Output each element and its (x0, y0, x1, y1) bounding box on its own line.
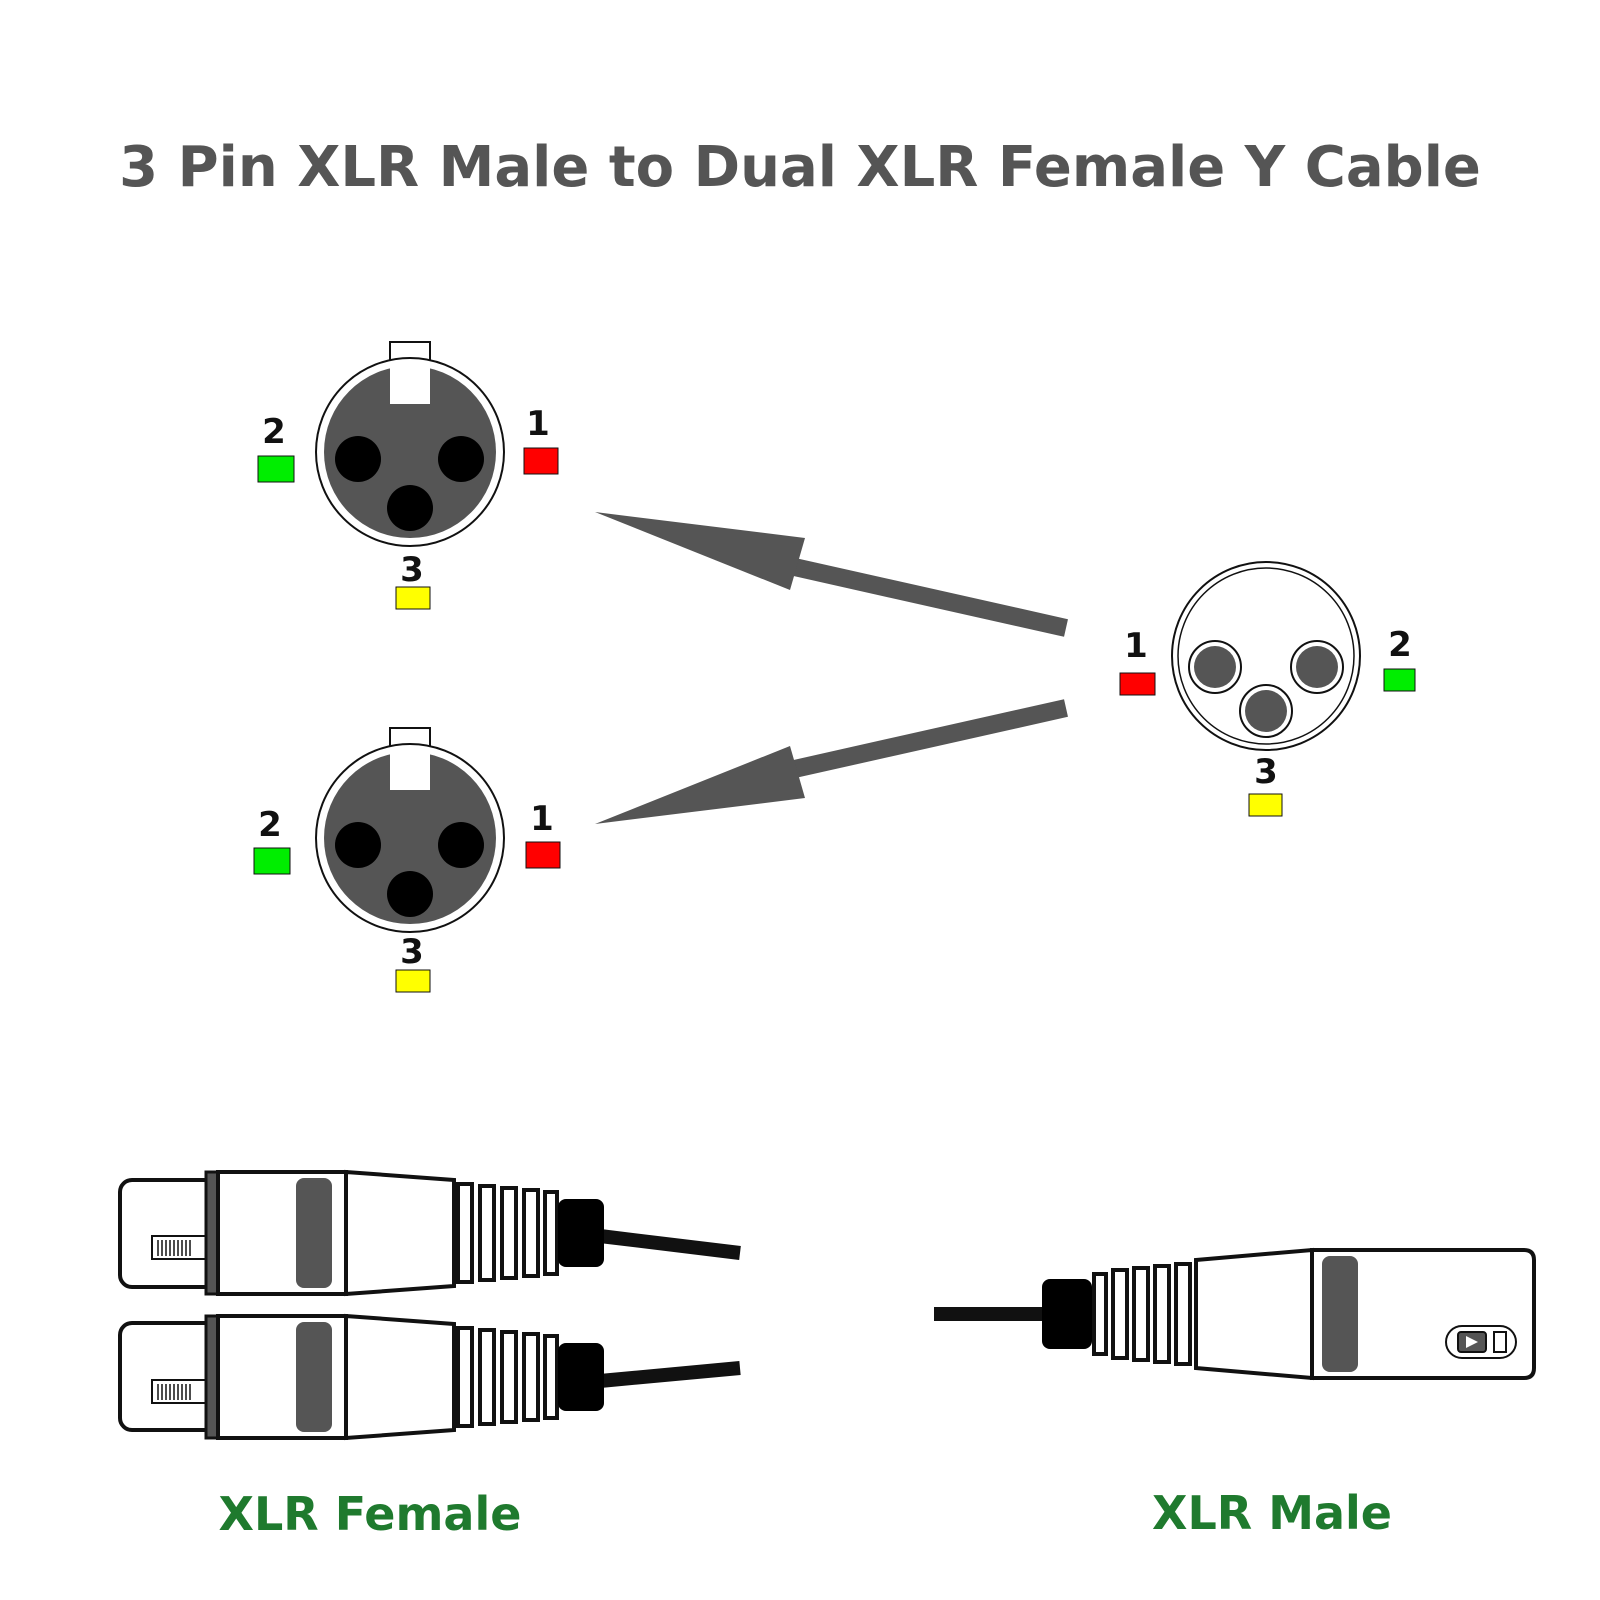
strain-rib (500, 1330, 518, 1424)
arrow-shaft (788, 699, 1068, 779)
pin-label-2: 2 (258, 805, 282, 845)
plug-front (118, 1178, 218, 1289)
plug-taper (1194, 1247, 1314, 1381)
plug-front (118, 1321, 218, 1432)
pin-2 (1296, 646, 1338, 688)
caption-xlr-female: XLR Female (219, 1487, 522, 1541)
strain-rib (1174, 1262, 1192, 1366)
grip-band (296, 1178, 332, 1288)
pin-1 (1194, 646, 1236, 688)
pin-color-swatch-green (253, 847, 291, 875)
pin-color-swatch-red (1119, 672, 1156, 696)
plug-taper (344, 1169, 456, 1297)
strain-rib (543, 1334, 559, 1420)
pin-color-swatch-yellow (1248, 793, 1283, 817)
pin-3 (1245, 690, 1287, 732)
strain-rib (456, 1326, 474, 1428)
pin-color-swatch-yellow (395, 969, 431, 993)
arrow-shaft (788, 557, 1068, 637)
grip-band (296, 1322, 332, 1432)
pin-label-1: 1 (530, 799, 554, 839)
cable-boot (558, 1199, 604, 1267)
arrow-head (595, 512, 805, 590)
pin-socket-3 (387, 871, 433, 917)
pin-color-swatch-red (525, 841, 561, 869)
strain-rib (1132, 1266, 1150, 1362)
pin-label-2: 2 (262, 412, 286, 452)
connector-inner-ring (1177, 567, 1355, 745)
pin-label-2: 2 (1388, 625, 1412, 665)
cable-boot (558, 1343, 604, 1411)
pin-socket-2 (335, 822, 381, 868)
pin-color-swatch-green (1383, 668, 1416, 692)
pin-label-1: 1 (526, 404, 550, 444)
strain-rib (1111, 1268, 1129, 1360)
latch-slot (390, 362, 430, 404)
cable (599, 1361, 741, 1388)
cable (599, 1229, 741, 1260)
strain-rib (478, 1328, 496, 1426)
pin-label-1: 1 (1124, 626, 1148, 666)
arrow-to-bottom-female (595, 699, 1068, 824)
play-arrow-icon (1466, 1336, 1478, 1348)
pin-socket-1 (438, 436, 484, 482)
caption-xlr-male: XLR Male (1152, 1486, 1392, 1540)
cable-boot (1042, 1279, 1092, 1349)
pin-socket-2 (335, 436, 381, 482)
strain-rib (522, 1332, 540, 1422)
strain-rib (522, 1188, 540, 1278)
strain-rib (1153, 1264, 1171, 1364)
strain-rib (1092, 1272, 1108, 1356)
arrow-to-top-female (595, 512, 1068, 637)
male-connector-face: 1 2 3 (1119, 561, 1416, 817)
latch-slot (390, 748, 430, 790)
strain-rib (543, 1190, 559, 1276)
pin-socket-3 (387, 485, 433, 531)
plug-taper (344, 1313, 456, 1441)
female-connector-face-bottom: 2 1 3 (253, 727, 561, 993)
pin-label-3: 3 (400, 932, 424, 972)
xlr-male-plug (934, 1247, 1536, 1381)
connector-face (324, 752, 496, 924)
arrow-head (595, 746, 805, 824)
strain-rib (456, 1182, 474, 1284)
pin-label-3: 3 (1254, 752, 1278, 792)
pin-color-swatch-green (257, 455, 295, 483)
grip-band (1322, 1256, 1358, 1372)
strain-rib (500, 1186, 518, 1280)
diagram-title: 3 Pin XLR Male to Dual XLR Female Y Cabl… (119, 135, 1481, 200)
strain-rib (478, 1184, 496, 1282)
pin-color-swatch-red (523, 447, 559, 475)
pin-socket-1 (438, 822, 484, 868)
pin-color-swatch-yellow (395, 586, 431, 610)
female-connector-face-top: 2 1 3 (257, 341, 559, 610)
connector-face (324, 366, 496, 538)
xlr-female-plug-lower (118, 1313, 741, 1441)
lock-window (1493, 1331, 1507, 1353)
xlr-female-plug-upper (118, 1169, 741, 1297)
pin-label-3: 3 (400, 550, 424, 590)
connector-rim (1171, 561, 1361, 751)
